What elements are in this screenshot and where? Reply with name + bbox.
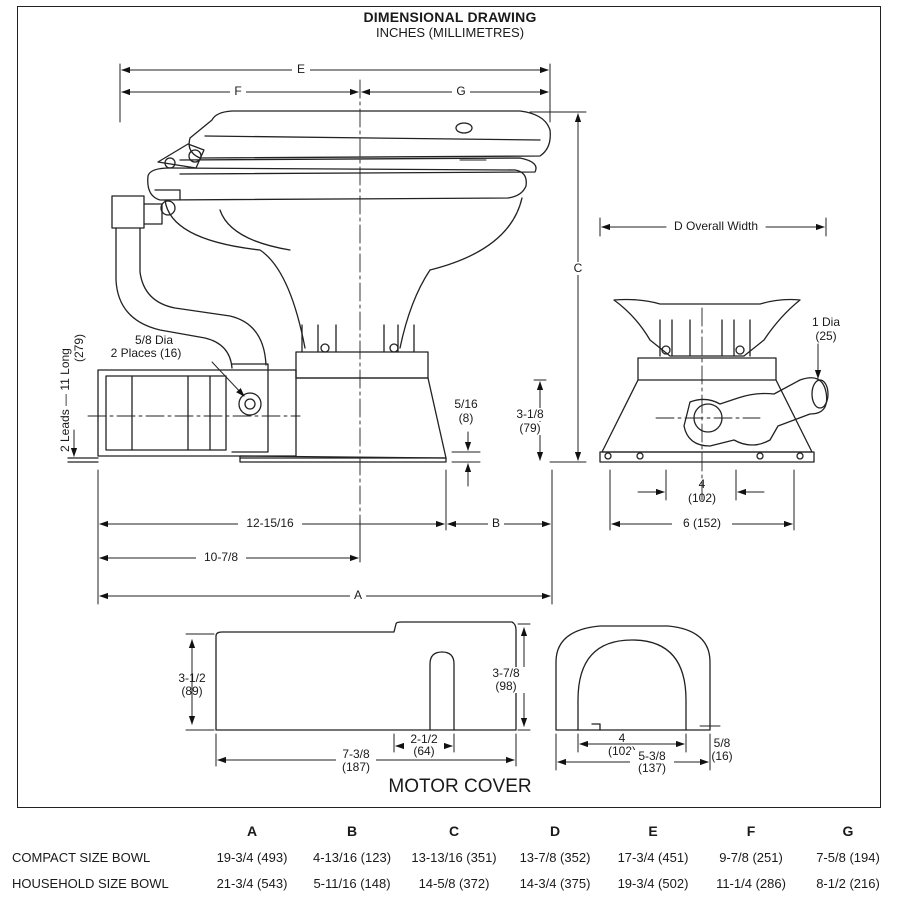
dim-label-6: 6 (152) [672,517,732,530]
column-header-d: D [549,823,561,839]
drawing-title: DIMENSIONAL DRAWING [363,9,537,25]
dim-label-10-7-8: 10-7/8 [196,551,246,564]
cover-dim-3-7-8-mm: (98) [484,680,528,693]
table-header-row: A B C D E F G [12,818,896,844]
dim-label-516-mm: (8) [458,411,474,425]
table-cell: 7-5/8 (194) [816,849,880,865]
dim-label-d-overall-width: D Overall Width [673,219,759,233]
table-cell: 11-1/4 (286) [716,875,786,891]
cover-dim-3-1-2: 3-1/2 [178,671,206,685]
drawing-frame [17,6,881,808]
toilet-front-view [599,298,829,501]
dim-label-318: 3-1/8 [508,408,552,421]
dim-label-leads: 2 Leads — 11 Long [58,348,72,452]
motor-cover-front [555,625,711,731]
dim-label-a: A [350,589,366,602]
front-view-dimensions [599,217,827,531]
motor-cover-side [215,621,517,731]
column-header-g: G [842,823,854,839]
table-cell: 14-3/4 (375) [519,875,591,891]
motor-cover-side-dimensions [185,623,531,767]
column-header-c: C [448,823,460,839]
motor-cover-title: MOTOR COVER [388,776,532,797]
table-cell: 17-3/4 (451) [617,849,689,865]
dim-label-dia-58-places: 2 Places (16) [110,346,182,360]
drawing-subtitle: INCHES (MILLIMETRES) [375,25,525,40]
toilet-side-view [67,79,551,521]
cover-dim-2-1-2: 2-1/2 [410,732,438,746]
dim-label-b: B [488,517,504,530]
cover-dim-7-3-8: 7-3/8 [336,748,376,761]
table-cell: 5-11/16 (148) [313,875,391,891]
table-row: COMPACT SIZE BOWL 19-3/4 (493) 4-13/16 (… [12,844,896,870]
dim-label-4: 4 [698,477,706,491]
dimension-table: A B C D E F G COMPACT SIZE BOWL 19-3/4 (… [12,818,896,896]
table-cell: 13-13/16 (351) [411,849,497,865]
dim-label-f: F [230,85,246,98]
side-view-dimensions [70,63,587,605]
cover-dim-3-7-8: 3-7/8 [484,667,528,680]
cover-front-dim-5-8-mm: (16) [711,749,733,763]
cover-dim-3-1-2-mm: (89) [181,684,203,698]
row-label: COMPACT SIZE BOWL [12,849,151,865]
dim-label-1-dia: 1 Dia [811,315,840,329]
table-cell: 19-3/4 (493) [216,849,288,865]
dim-label-12-15-16: 12-15/16 [238,517,302,530]
column-header-f: F [746,823,756,839]
cover-front-dim-4: 4 [618,731,626,745]
column-header-e: E [648,823,658,839]
dim-label-g: G [452,85,470,98]
table-cell: 9-7/8 (251) [719,849,783,865]
dim-label-516: 5/16 [454,397,478,411]
dim-label-c: C [570,262,586,275]
dim-label-dia-58: 5/8 Dia [134,333,174,347]
column-header-b: B [346,823,358,839]
table-cell: 21-3/4 (543) [216,875,288,891]
cover-front-dim-5-8: 5/8 [713,736,731,750]
column-header-a: A [246,823,258,839]
dim-label-e: E [292,63,310,76]
table-cell: 4-13/16 (123) [312,849,392,865]
table-cell: 8-1/2 (216) [816,875,880,891]
table-row: HOUSEHOLD SIZE BOWL 21-3/4 (543) 5-11/16… [12,870,896,896]
table-cell: 14-5/8 (372) [418,875,490,891]
cover-front-dim-5-3-8: 5-3/8 [630,750,674,763]
cover-front-dim-5-3-8-mm: (137) [637,761,666,775]
cover-dim-2-1-2-mm: (64) [404,745,444,758]
table-cell: 19-3/4 (502) [617,875,689,891]
cover-dim-7-3-8-mm: (187) [341,760,370,774]
dim-label-4-mm: (102) [687,491,716,505]
dim-label-leads-mm: (279) [72,333,86,362]
row-label: HOUSEHOLD SIZE BOWL [12,875,169,891]
dim-label-318-mm: (79) [508,422,552,435]
dim-label-1-dia-mm: (25) [815,329,837,343]
table-cell: 13-7/8 (352) [519,849,591,865]
